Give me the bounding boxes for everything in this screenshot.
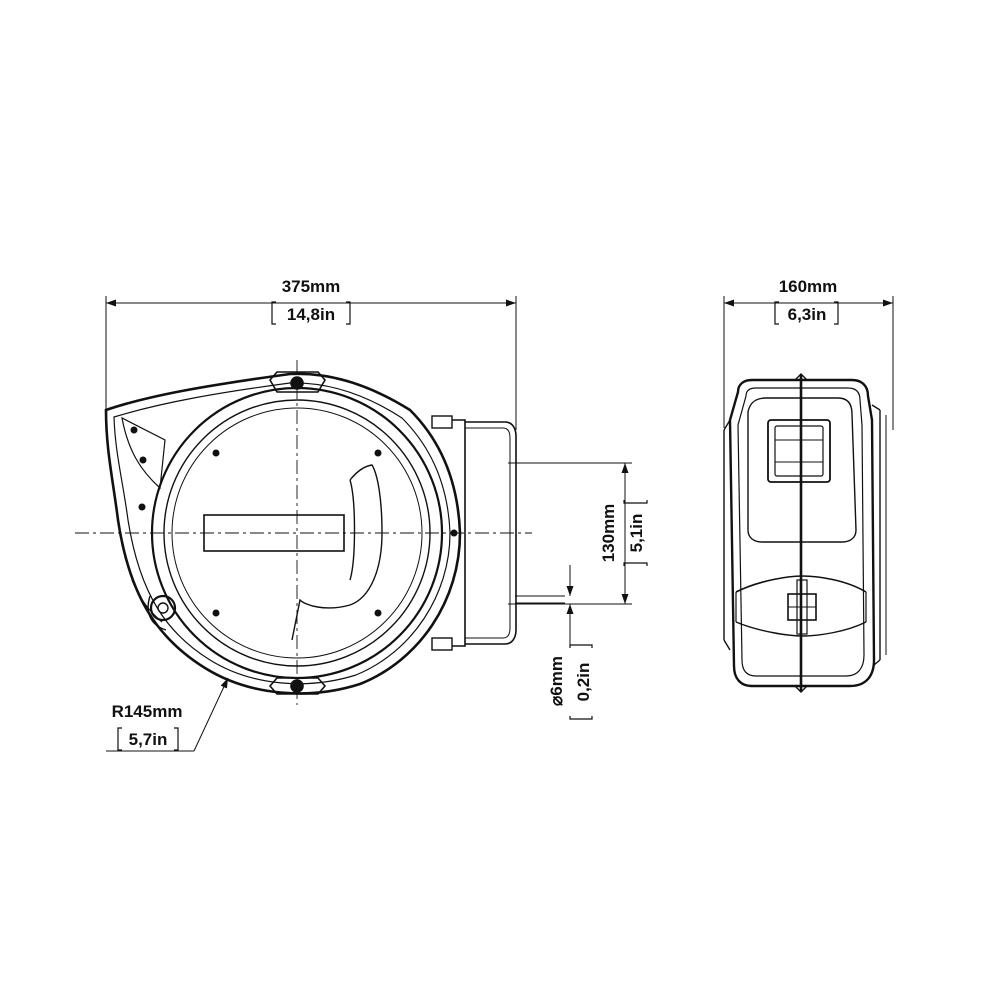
width-metric-label: 375mm	[282, 277, 341, 296]
outlet-height-metric-label: 130mm	[599, 504, 618, 563]
side-width-dimension: 160mm 6,3in	[723, 277, 894, 430]
screw-holes	[130, 426, 458, 617]
svg-text:⌀6mm: ⌀6mm	[547, 656, 566, 706]
radius-metric-label: R145mm	[112, 702, 183, 721]
reel-cover	[203, 464, 383, 641]
side-view: 160mm 6,3in	[723, 277, 894, 693]
hose-diameter-dimension: ⌀6mm 0,2in	[547, 565, 593, 720]
hose-guide	[431, 415, 517, 651]
center-lines	[75, 360, 532, 705]
radius-imperial-label: 5,7in	[129, 730, 168, 749]
hose-diameter-metric-label: 6mm	[547, 656, 566, 696]
side-housing	[723, 378, 887, 688]
housing-clips	[268, 371, 327, 695]
diameter-symbol: ⌀	[547, 695, 566, 706]
outlet-height-imperial-label: 5,1in	[627, 514, 646, 553]
outlet-height-dimension: 130mm 5,1in	[508, 462, 648, 605]
side-width-metric-label: 160mm	[779, 277, 838, 296]
hose-outlet	[515, 595, 565, 604]
side-center-seam	[794, 373, 808, 693]
hose-diameter-imperial-label: 0,2in	[574, 663, 593, 702]
width-imperial-label: 14,8in	[287, 305, 335, 324]
front-view: 375mm 14,8in 130mm 5,1in ⌀6mm	[75, 277, 648, 752]
width-dimension: 375mm 14,8in	[105, 277, 517, 430]
pivot-boss	[147, 594, 177, 631]
side-handle	[747, 397, 857, 543]
reel-housing	[104, 372, 462, 695]
side-width-imperial-label: 6,3in	[788, 305, 827, 324]
radius-dimension: R145mm 5,7in	[106, 677, 229, 752]
